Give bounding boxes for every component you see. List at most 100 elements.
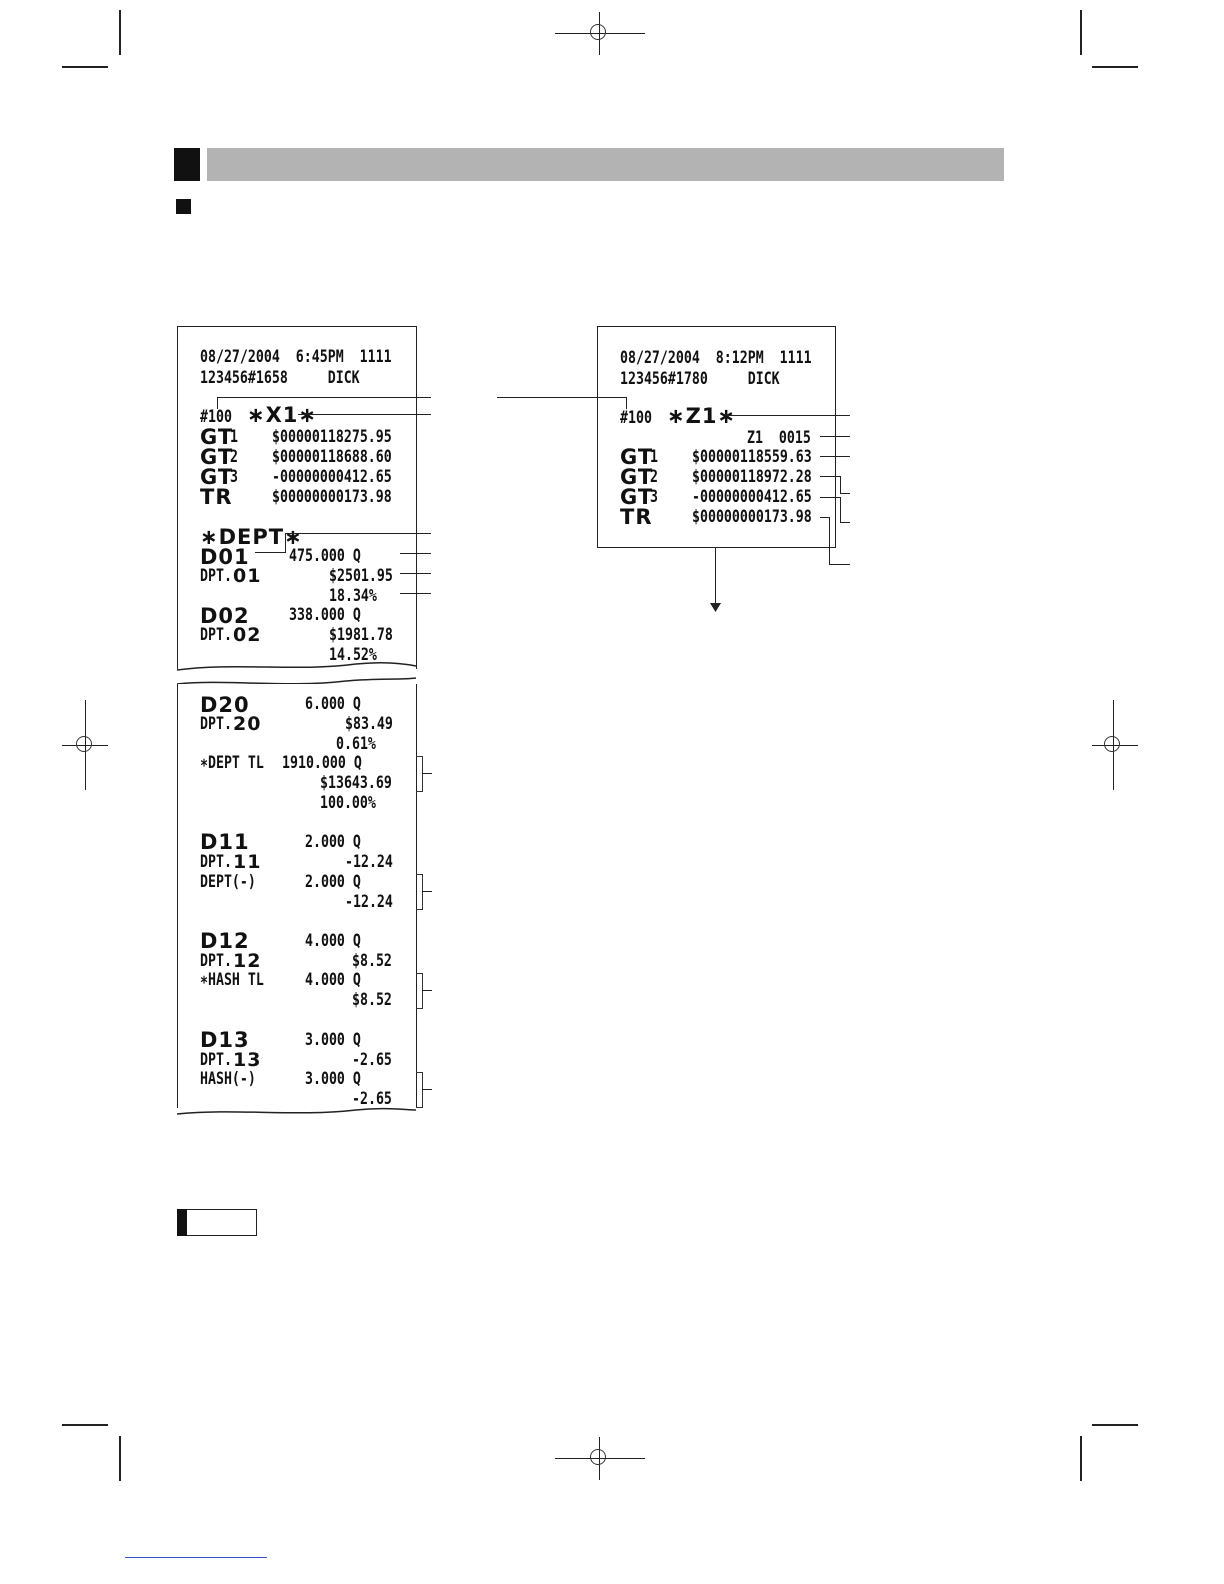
hash-minus-amount: -2.65 — [352, 1089, 392, 1109]
dpt02-num: 02 — [233, 624, 262, 646]
dpt01-pct: 18.34% — [329, 586, 377, 606]
gt1-value: $00000118275.95 — [272, 427, 392, 447]
x-report-receipt-bottom — [177, 684, 417, 1108]
registration-circle-icon — [590, 24, 606, 40]
tear-edge — [176, 677, 417, 685]
callout-line — [400, 553, 431, 555]
dept-tl-label: ∗DEPT TL — [200, 753, 264, 773]
d13-code: D13 — [200, 1028, 250, 1052]
dpt11-label: DPT. — [200, 852, 232, 872]
dpt20-amount: $83.49 — [345, 714, 393, 734]
tr-label: TR — [200, 485, 233, 509]
d02-code: D02 — [200, 604, 250, 628]
z-gt3-label: GT — [620, 485, 654, 509]
z-report-title: ∗Z1∗ — [667, 404, 737, 428]
arrow-line — [715, 547, 717, 605]
z-gt1-label: GT — [620, 445, 654, 469]
gt3-value: -00000000412.65 — [272, 467, 392, 487]
dpt12-label: DPT. — [200, 951, 232, 971]
note-marker — [177, 1209, 187, 1236]
z-gt3-value: -00000000412.65 — [692, 487, 812, 507]
registration-circle-icon — [590, 1449, 606, 1465]
x-report-title: ∗X1∗ — [247, 403, 317, 427]
callout-line — [840, 522, 850, 524]
callout-line — [840, 476, 842, 493]
dpt13-num: 13 — [233, 1049, 262, 1071]
z-report-receipt — [597, 326, 836, 548]
callout-line — [820, 456, 850, 458]
z-gt2-num: 2 — [650, 467, 658, 487]
dept-minus-amount: -12.24 — [345, 892, 393, 912]
callout-line — [422, 1089, 432, 1091]
x-header-line1: 08/27/2004 6:45PM 1111 — [200, 347, 392, 367]
x-header-line2: 123456#1658 DICK — [200, 368, 360, 388]
crop-mark — [1092, 1424, 1138, 1426]
crop-mark — [119, 1436, 121, 1481]
callout-line — [255, 552, 286, 554]
dpt20-num: 20 — [233, 713, 262, 735]
callout-line — [285, 533, 431, 535]
callout-line — [422, 891, 432, 893]
dpt20-label: DPT. — [200, 714, 232, 734]
d13-qty: 3.000 Q — [305, 1030, 361, 1050]
dpt02-amount: $1981.78 — [329, 625, 393, 645]
callout-line — [626, 397, 628, 409]
dept-title: ∗DEPT∗ — [200, 525, 303, 549]
dept-minus-qty: 2.000 Q — [305, 872, 361, 892]
crop-mark — [62, 1424, 108, 1426]
registration-circle-icon — [76, 736, 92, 752]
hash-tl-qty: 4.000 Q — [305, 970, 361, 990]
z-gt2-label: GT — [620, 465, 654, 489]
d20-code: D20 — [200, 693, 250, 717]
dpt12-num: 12 — [233, 950, 262, 972]
arrow-down-icon — [710, 603, 721, 612]
gt3-label: GT — [200, 465, 234, 489]
callout-line — [829, 564, 850, 566]
crop-mark — [62, 66, 108, 68]
x-report-receipt-top — [177, 326, 417, 669]
section-header-bar — [207, 148, 1004, 181]
dept-minus-label: DEPT(-) — [200, 872, 256, 892]
dpt20-pct: 0.61% — [336, 734, 376, 754]
z-gt1-num: 1 — [650, 447, 658, 467]
gt3-num: 3 — [230, 467, 238, 487]
d11-code: D11 — [200, 830, 250, 854]
tr-value: $00000000173.98 — [272, 487, 392, 507]
callout-line — [820, 436, 850, 438]
z-tr-value: $00000000173.98 — [692, 507, 812, 527]
z-gt2-value: $00000118972.28 — [692, 467, 812, 487]
dpt12-amount: $8.52 — [352, 951, 392, 971]
hash-minus-label: HASH(-) — [200, 1069, 256, 1089]
tear-edge — [176, 662, 417, 671]
dpt01-label: DPT. — [200, 566, 232, 586]
z-header-line1: 08/27/2004 8:12PM 1111 — [620, 348, 812, 368]
dpt01-num: 01 — [233, 565, 262, 587]
hash-minus-qty: 3.000 Q — [305, 1069, 361, 1089]
callout-line — [422, 773, 432, 775]
dpt02-label: DPT. — [200, 625, 232, 645]
callout-line — [298, 414, 431, 416]
gt2-label: GT — [200, 445, 234, 469]
d01-code: D01 — [200, 545, 250, 569]
dpt01-amount: $2501.95 — [329, 566, 393, 586]
z-tr-label: TR — [620, 505, 653, 529]
hash-tl-label: ∗HASH TL — [200, 970, 264, 990]
callout-line — [725, 415, 850, 417]
d01-qty: 475.000 Q — [289, 546, 361, 566]
dpt11-amount: -12.24 — [345, 852, 393, 872]
callout-line — [840, 493, 850, 495]
callout-line — [217, 397, 219, 409]
d02-qty: 338.000 Q — [289, 605, 361, 625]
z-report-number: #100 — [620, 408, 652, 428]
footer-link-line — [125, 1557, 267, 1558]
callout-line — [400, 593, 431, 595]
bullet-square-icon — [176, 199, 191, 214]
d11-qty: 2.000 Q — [305, 832, 361, 852]
callout-line — [820, 517, 830, 519]
callout-line — [285, 533, 287, 552]
registration-circle-icon — [1104, 736, 1120, 752]
dpt11-num: 11 — [233, 851, 262, 873]
d12-code: D12 — [200, 929, 250, 953]
crop-mark — [119, 10, 121, 55]
